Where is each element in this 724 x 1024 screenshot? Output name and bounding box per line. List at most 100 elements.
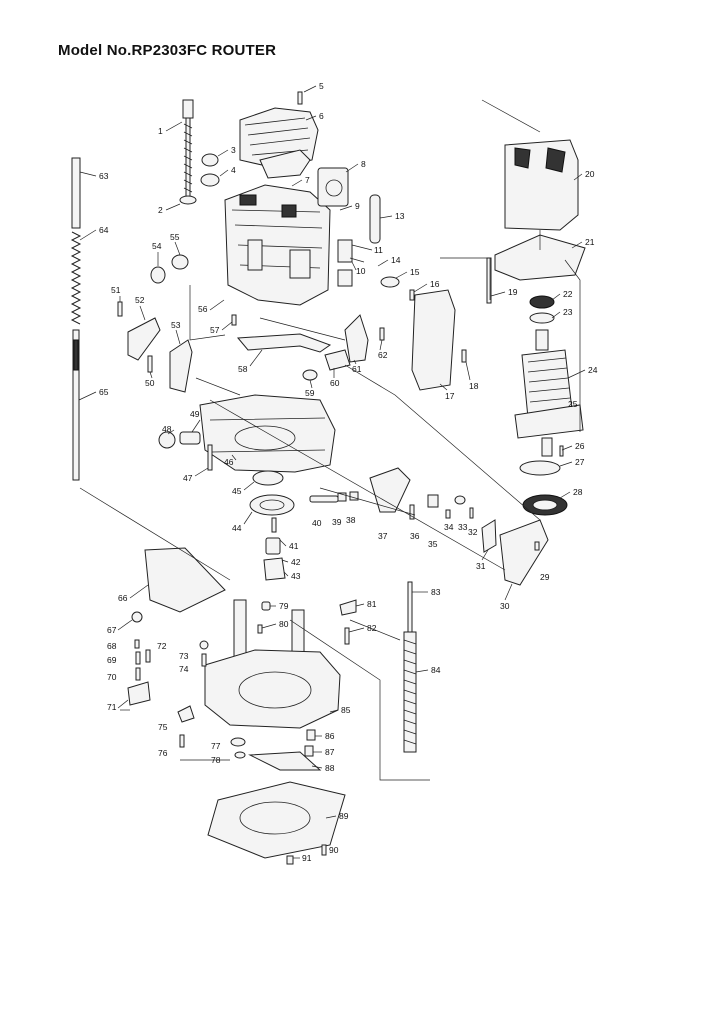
part-number-41: 41 [289,541,299,551]
part-number-85: 85 [341,705,351,715]
part-number-60: 60 [330,378,340,388]
hex-bolt [486,257,492,304]
base-plate [207,781,346,859]
part-number-64: 64 [99,225,109,235]
screw-90 [321,844,327,856]
screw-79 [261,601,271,611]
part-number-55: 55 [170,232,180,242]
part-number-18: 18 [469,381,479,391]
tapping-screw-51 [117,301,123,317]
spring-39 [337,492,347,502]
part-number-1: 1 [158,126,163,136]
part-number-30: 30 [500,601,510,611]
screw [297,91,303,105]
part-number-28: 28 [573,487,583,497]
washer [179,195,197,205]
depth-lever [236,333,332,353]
page-title: Model No.RP2303FC ROUTER [58,42,277,59]
fan-guide [519,460,561,476]
part-number-34: 34 [444,522,454,532]
part-number-54: 54 [152,241,162,251]
nut [200,173,220,187]
screw-80 [257,624,263,634]
washer-73 [199,640,209,650]
part-number-33: 33 [458,522,468,532]
pole [71,157,81,229]
bushing-38 [349,491,359,501]
knob [150,266,166,284]
part-number-29: 29 [540,572,550,582]
collet-cone [265,537,281,555]
part-number-51: 51 [111,285,121,295]
part-number-79: 79 [279,601,289,611]
adjusting-screw [182,99,194,199]
ring [249,494,295,516]
part-number-91: 91 [302,853,312,863]
screw-69 [135,651,141,665]
part-number-13: 13 [395,211,405,221]
part-number-4: 4 [231,165,236,175]
motor-housing [224,107,331,306]
part-number-40: 40 [312,518,322,528]
knob-67 [131,611,143,623]
armature [514,329,584,457]
washer-33 [454,495,466,505]
rod [72,329,80,481]
part-number-25: 25 [568,399,578,409]
part-number-68: 68 [107,641,117,651]
handle-30 [499,519,549,586]
part-number-45: 45 [232,486,242,496]
collet-nut [263,557,286,581]
screw-26 [559,445,564,457]
part-number-53: 53 [171,320,181,330]
part-number-22: 22 [563,289,573,299]
part-number-2: 2 [158,205,163,215]
threaded-rod [403,631,417,753]
part-number-66: 66 [118,593,128,603]
part-number-5: 5 [319,81,324,91]
part-number-90: 90 [329,845,339,855]
clip-86 [306,729,316,741]
part-number-14: 14 [391,255,401,265]
part-number-15: 15 [410,267,420,277]
part-number-59: 59 [305,388,315,398]
part-number-65: 65 [99,387,109,397]
lock-lever [169,339,193,393]
washer-77 [230,737,246,747]
part-number-16: 16 [430,279,440,289]
part-number-36: 36 [410,531,420,541]
screw-50 [147,355,153,373]
part-number-81: 81 [367,599,377,609]
part-number-70: 70 [107,672,117,682]
screw-34 [445,509,451,519]
knob-75 [177,705,195,723]
tapping-screw [409,289,415,301]
part-number-7: 7 [305,175,310,185]
part-number-75: 75 [158,722,168,732]
part-number-43: 43 [291,571,301,581]
part-labels: 1 2 3 4 5 6 7 8 9 10 11 13 14 15 16 17 1… [78,81,598,863]
ball-bearing-22 [529,295,555,309]
part-number-86: 86 [325,731,335,741]
part-number-19: 19 [508,287,518,297]
part-number-82: 82 [367,623,377,633]
knob-48 [158,431,176,449]
screw-57 [231,314,237,326]
part-number-42: 42 [291,557,301,567]
guide-holder [127,681,151,706]
part-number-17: 17 [445,391,455,401]
part-number-76: 76 [158,748,168,758]
part-number-71: 71 [107,702,117,712]
bearing-retainer [252,470,284,486]
pin [271,517,277,533]
part-number-52: 52 [135,295,145,305]
part-number-58: 58 [238,364,248,374]
part-number-37: 37 [378,531,388,541]
part-number-83: 83 [431,587,441,597]
part-number-89: 89 [339,811,349,821]
part-number-87: 87 [325,747,335,757]
part-number-69: 69 [107,655,117,665]
stop-pin [427,494,439,508]
part-number-46: 46 [224,457,234,467]
